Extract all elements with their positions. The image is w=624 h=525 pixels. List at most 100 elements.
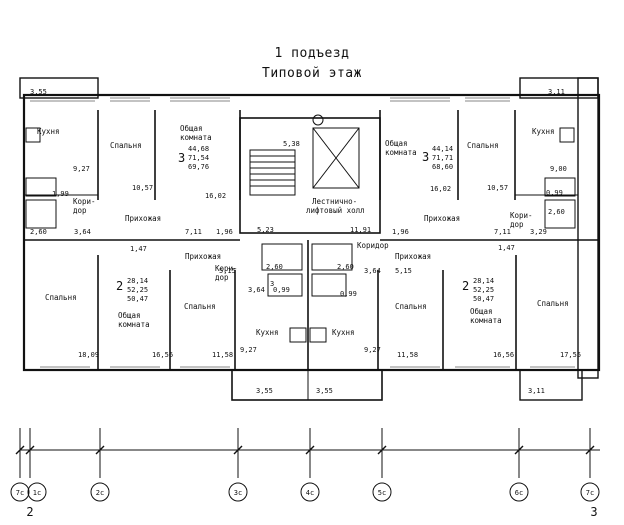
room-label: Спальня	[110, 141, 142, 150]
apartment-rooms: 2	[116, 279, 123, 293]
apartment-area: 28,14	[473, 277, 494, 285]
room-label: дор	[215, 273, 229, 282]
area-value: 10,57	[132, 184, 153, 192]
area-value: 1,47	[130, 245, 147, 253]
room-label: Кухня	[332, 328, 355, 337]
axis-label: 7с	[16, 489, 24, 497]
area-value: 5,23	[257, 226, 274, 234]
area-value: 5,15	[395, 267, 412, 275]
floor-type-title: Типовой этаж	[262, 66, 362, 81]
apartment-area: 71,54	[188, 154, 209, 162]
area-value: 3,55	[256, 387, 273, 395]
apartment-area: 44,68	[188, 145, 209, 153]
area-value: 3	[270, 280, 274, 288]
axis-label: 4с	[306, 489, 314, 497]
room-label: Общая	[385, 139, 408, 148]
area-value: 3,64	[248, 286, 265, 294]
room-label: Спальня	[467, 141, 499, 150]
apartment-rooms: 2	[462, 279, 469, 293]
room-label: Кори-	[73, 197, 96, 206]
area-value: 1,47	[498, 244, 515, 252]
room-label: комната	[385, 148, 417, 157]
room-label: Прихожая	[185, 252, 221, 261]
room-label: комната	[470, 316, 502, 325]
area-value: 1,99	[52, 190, 69, 198]
area-value: 10,57	[487, 184, 508, 192]
area-value: 11,91	[350, 226, 371, 234]
apartment-area: 50,47	[473, 295, 494, 303]
room-label: Кухня	[532, 127, 555, 136]
axis-label: 3с	[234, 489, 242, 497]
area-value: 16,56	[152, 351, 173, 359]
stair-label: Лестнично-	[312, 197, 357, 206]
area-value: 7,11	[494, 228, 511, 236]
axis-label: 5с	[378, 489, 386, 497]
room-label: дор	[73, 206, 87, 215]
room-label: комната	[118, 320, 150, 329]
apartment-area: 69,76	[188, 163, 209, 171]
apartment-area: 50,47	[127, 295, 148, 303]
room-label: Кори-	[215, 264, 238, 273]
axis-number: 3	[590, 505, 597, 519]
area-value: 3,11	[548, 88, 565, 96]
room-label: Общая	[118, 311, 141, 320]
apartment-rooms: 3	[422, 150, 429, 164]
area-value: 3,29	[530, 228, 547, 236]
area-value: 16,56	[493, 351, 514, 359]
area-value: 5,15	[219, 267, 236, 275]
area-value: 11,58	[397, 351, 418, 359]
room-label: Кухня	[256, 328, 279, 337]
area-value: 3,11	[528, 387, 545, 395]
axis-label: 1с	[33, 489, 41, 497]
area-value: 7,11	[185, 228, 202, 236]
area-value: 9,27	[364, 346, 381, 354]
room-label: комната	[180, 133, 212, 142]
area-value: 3,64	[74, 228, 91, 236]
apartment-area: 52,25	[127, 286, 148, 294]
apartment-area: 71,71	[432, 154, 453, 162]
apartment-area: 52,25	[473, 286, 494, 294]
room-label: Прихожая	[125, 214, 161, 223]
room-label: Спальня	[45, 293, 77, 302]
room-label: Спальня	[537, 299, 569, 308]
axis-label: 2с	[96, 489, 104, 497]
area-value: 16,02	[430, 185, 451, 193]
area-value: 3,64	[364, 267, 381, 275]
apartment-area: 68,60	[432, 163, 453, 171]
area-value: 18,09	[78, 351, 99, 359]
apartment-area: 28,14	[127, 277, 148, 285]
room-label: Спальня	[395, 302, 427, 311]
area-value: 0,99	[273, 286, 290, 294]
area-value: 1,96	[392, 228, 409, 236]
area-value: 3,55	[316, 387, 333, 395]
area-value: 17,55	[560, 351, 581, 359]
area-value: 2,60	[548, 208, 565, 216]
area-value: 9,27	[73, 165, 90, 173]
area-value: 0,99	[340, 290, 357, 298]
room-label: Коридор	[357, 241, 389, 250]
area-value: 5,38	[283, 140, 300, 148]
area-value: 2,60	[266, 263, 283, 271]
axis-number: 2	[26, 505, 33, 519]
room-label: Прихожая	[395, 252, 431, 261]
area-value: 9,27	[240, 346, 257, 354]
room-label: Спальня	[184, 302, 216, 311]
apartment-rooms: 3	[178, 151, 185, 165]
area-value: 9,00	[550, 165, 567, 173]
room-label: Прихожая	[424, 214, 460, 223]
room-label: Общая	[180, 124, 203, 133]
floor-entrance-title: 1 подъезд	[274, 46, 350, 61]
area-value: 16,02	[205, 192, 226, 200]
room-label: Кори-	[510, 211, 533, 220]
room-label: Общая	[470, 307, 493, 316]
area-value: 2,60	[337, 263, 354, 271]
area-value: 1,96	[216, 228, 233, 236]
axis-label: 6с	[515, 489, 523, 497]
area-value: 3,55	[30, 88, 47, 96]
room-label: дор	[510, 220, 524, 229]
room-label: Кухня	[37, 127, 60, 136]
area-value: 2,60	[30, 228, 47, 236]
axis-label: 7с	[586, 489, 594, 497]
apartment-area: 44,14	[432, 145, 453, 153]
stair-label: лифтовый холл	[306, 206, 365, 215]
